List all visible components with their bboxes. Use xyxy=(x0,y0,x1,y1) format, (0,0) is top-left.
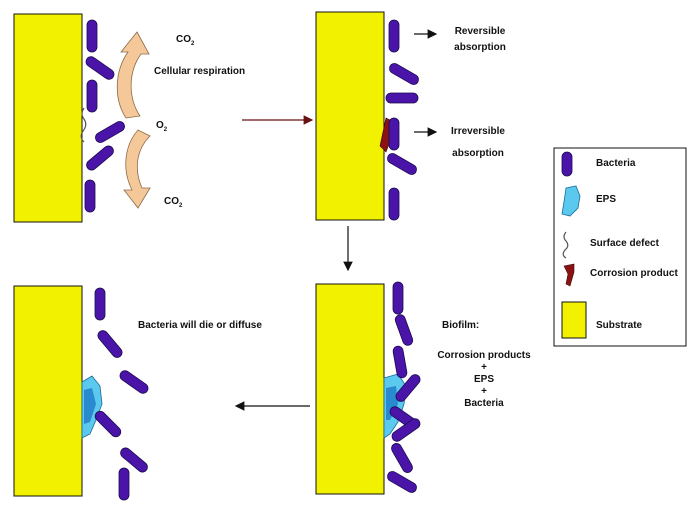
bacterium xyxy=(388,117,400,151)
legend-surface-defect-swatch xyxy=(562,231,569,259)
panel-2-absorption xyxy=(315,11,438,221)
substrate-block xyxy=(13,285,83,497)
bacterium xyxy=(394,314,414,346)
plus-sign: + xyxy=(481,386,487,397)
bacteria-group xyxy=(94,287,149,501)
bacterium xyxy=(388,187,400,221)
dispersal-message: Bacteria will die or diffuse xyxy=(138,320,262,331)
co2-label-top: CO2 xyxy=(176,34,195,47)
corrosion-products-text: Corrosion products xyxy=(437,350,531,361)
legend-corrosion-product-label: Corrosion product xyxy=(590,268,678,279)
legend-surface-defect-label: Surface defect xyxy=(590,238,659,249)
irreversible-line-1: Irreversible xyxy=(451,126,505,137)
legend-eps-swatch xyxy=(561,185,581,217)
surface-defect xyxy=(80,107,87,143)
biofilm-label: Biofilm: xyxy=(442,320,480,331)
bacteria-group xyxy=(385,19,419,221)
bacterium xyxy=(120,447,148,473)
reversible-absorption-label: Reversible absorption xyxy=(444,26,516,54)
eps-blob-inner xyxy=(386,386,398,420)
legend-substrate-label: Substrate xyxy=(596,320,643,331)
bacterium xyxy=(387,153,417,175)
panel-4-dispersal xyxy=(13,285,149,501)
eps-blob-inner xyxy=(84,388,96,424)
flow-arrow-up xyxy=(116,31,150,119)
bacteria-group xyxy=(84,19,125,213)
irreversible-absorption-label: Irreversible absorption xyxy=(440,126,516,160)
substrate-block xyxy=(13,13,83,223)
bacterium xyxy=(385,92,419,104)
legend-bacteria-swatch xyxy=(561,151,573,177)
bacterium xyxy=(86,145,114,171)
substrate-block xyxy=(315,11,385,221)
bacterium xyxy=(391,443,413,473)
bacterium xyxy=(85,56,115,80)
legend-corrosion-swatch xyxy=(563,263,575,287)
legend-substrate-swatch xyxy=(561,301,587,339)
biofilm-composition: Corrosion products + EPS + Bacteria xyxy=(428,350,540,410)
co2-label-bottom: CO2 xyxy=(164,196,183,209)
bacterium xyxy=(97,330,123,358)
bacterium xyxy=(119,370,149,394)
legend-bacteria-label: Bacteria xyxy=(596,158,636,169)
bacterium xyxy=(118,467,130,501)
bacterium xyxy=(94,410,122,438)
legend xyxy=(553,147,687,347)
bacterium xyxy=(84,179,96,213)
bacterium xyxy=(95,121,125,143)
bacterium xyxy=(391,418,421,442)
o2-label: O2 xyxy=(156,120,168,133)
panel-3-biofilm xyxy=(315,281,421,495)
bacterium xyxy=(387,471,417,493)
bacterium xyxy=(395,374,421,402)
bacteria-group xyxy=(387,281,421,493)
reversible-line-1: Reversible xyxy=(454,26,506,37)
bacterium xyxy=(392,281,404,315)
bacterium xyxy=(392,345,408,379)
legend-eps-label: EPS xyxy=(596,194,617,205)
bacterium xyxy=(389,63,419,85)
bacterium xyxy=(388,19,400,53)
panel-1-attachment xyxy=(13,13,151,223)
reversible-line-2: absorption xyxy=(454,42,506,53)
respiration-flow-arrows xyxy=(116,31,151,209)
eps-text: EPS xyxy=(473,374,494,385)
bacterium xyxy=(86,19,98,53)
plus-sign: + xyxy=(481,362,487,373)
irreversible-line-2: absorption xyxy=(452,148,504,159)
bacterium xyxy=(94,287,106,321)
substrate-block xyxy=(315,283,385,495)
cellular-respiration-label: Cellular respiration xyxy=(154,66,246,77)
flow-arrow-down xyxy=(123,129,151,209)
bacteria-text: Bacteria xyxy=(464,398,504,409)
bacterium xyxy=(86,79,98,113)
